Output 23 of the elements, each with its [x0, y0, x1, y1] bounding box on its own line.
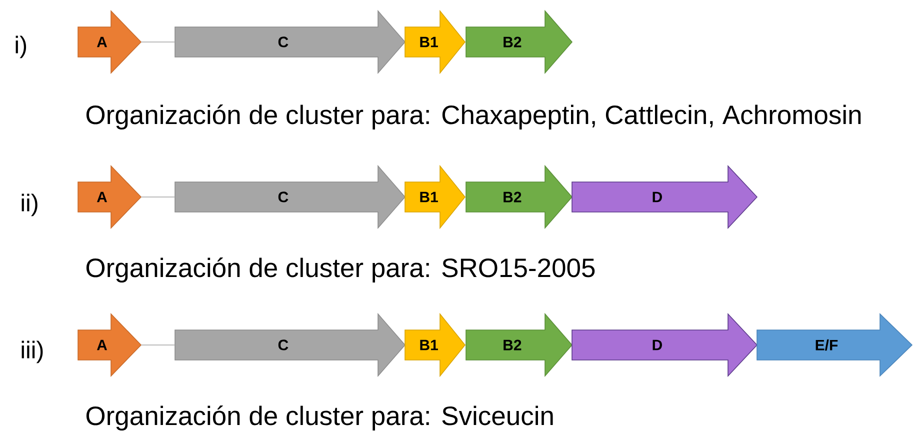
- caption: Organización de cluster para: SRO15-2005: [86, 257, 595, 282]
- gene-block: B1: [404, 10, 466, 74]
- caption: Organización de cluster para: Sviceucin: [86, 405, 553, 430]
- gene-block: C: [174, 10, 406, 74]
- gene-block: C: [174, 312, 406, 378]
- gene-block: E/F: [756, 313, 913, 377]
- gene-block: B1: [404, 312, 466, 378]
- gene-block: A: [78, 10, 142, 74]
- row-label: i): [16, 36, 26, 58]
- gene-block: D: [572, 312, 758, 377]
- caption: Organización de cluster para: Chaxapeptin, Cattlecin, Achromosin: [86, 104, 861, 130]
- gene-block: B1: [404, 164, 466, 230]
- gene-block: B2: [466, 10, 573, 74]
- connector-line: [140, 196, 176, 198]
- gene-block: A: [78, 313, 142, 377]
- row-label: ii): [22, 194, 38, 216]
- gene-block: D: [572, 164, 758, 229]
- row-label: iii): [22, 340, 43, 364]
- gene-block: C: [174, 164, 406, 230]
- gene-block: A: [78, 165, 142, 229]
- gene-block: B2: [466, 312, 573, 378]
- connector-line: [140, 344, 176, 346]
- gene-block: B2: [466, 164, 573, 230]
